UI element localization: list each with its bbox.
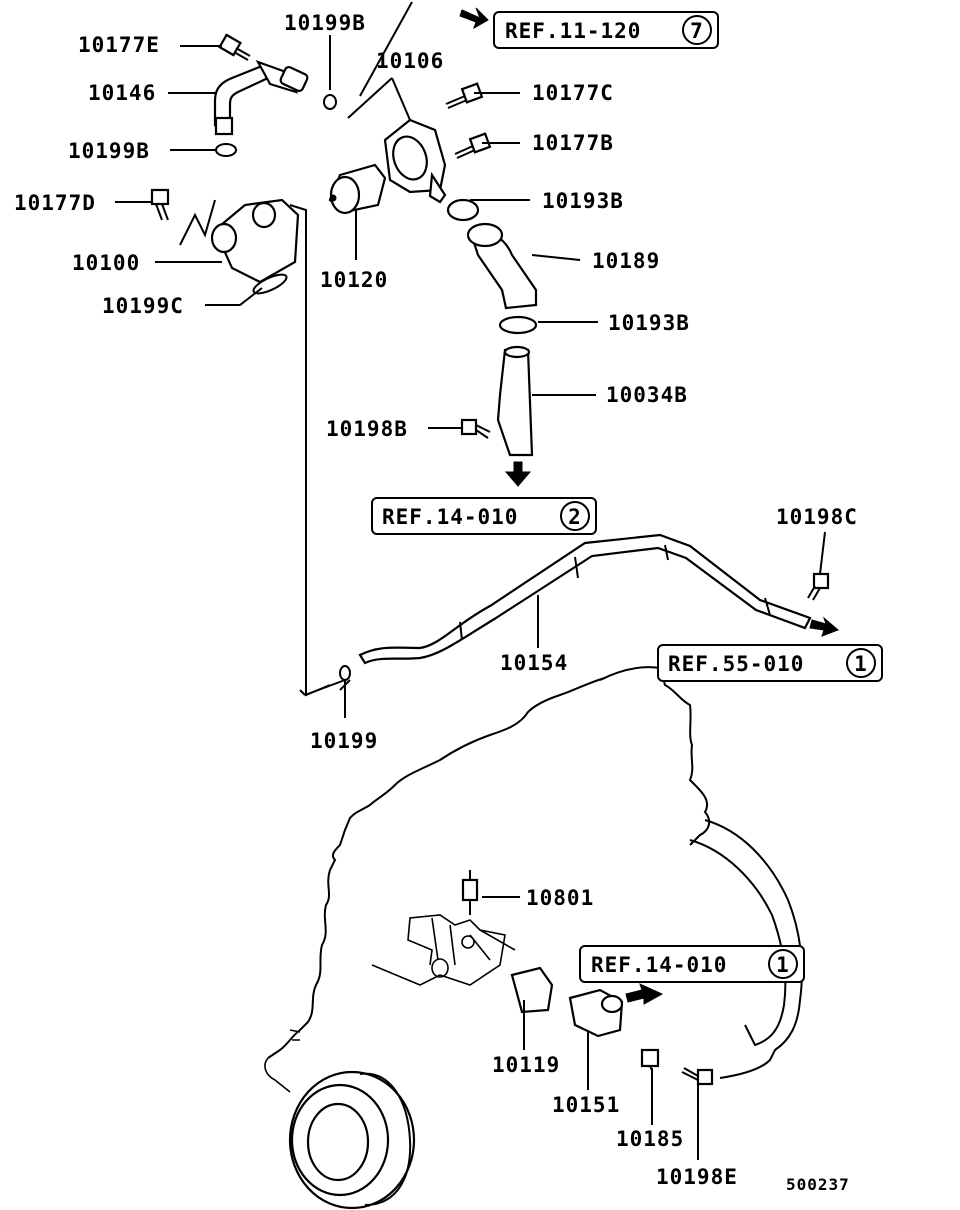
o-ring-10199B-mid-part <box>215 143 237 157</box>
engine-block-outline <box>264 666 803 1093</box>
label-10185: 10185 <box>616 1127 684 1151</box>
part-labels: 10177E 10199B 10146 10106 10199B 10177C … <box>14 11 858 1189</box>
bolt-10177D-part <box>150 188 170 221</box>
ref-55-010-text: REF.55-010 <box>668 652 804 676</box>
label-10151: 10151 <box>552 1093 620 1117</box>
ref-box-14-010-b[interactable]: REF.14-010 1 <box>579 945 805 983</box>
label-10177B: 10177B <box>532 131 614 155</box>
label-10199C: 10199C <box>102 294 184 318</box>
ref-box-14-010-a[interactable]: REF.14-010 2 <box>371 497 597 535</box>
clamp-10193B-top-part <box>446 198 480 222</box>
ref-11-120-text: REF.11-120 <box>505 19 641 43</box>
plug-10185-part <box>640 1048 660 1071</box>
label-10120: 10120 <box>320 268 388 292</box>
label-10193B-low: 10193B <box>608 311 690 335</box>
bolt-10198E-part <box>681 1067 714 1086</box>
gasket-10119-part <box>510 966 554 1014</box>
fitting-10151-part <box>568 988 624 1038</box>
label-10146: 10146 <box>88 81 156 105</box>
label-10177D: 10177D <box>14 191 96 215</box>
label-10801: 10801 <box>526 886 594 910</box>
ref-14-010-a-num: 2 <box>568 505 582 529</box>
sensor-10801-part <box>461 870 479 915</box>
ref-14-010-b-num: 1 <box>776 953 790 977</box>
label-10177C: 10177C <box>532 81 614 105</box>
bolt-10177E-part <box>218 33 251 61</box>
label-10198B: 10198B <box>326 417 408 441</box>
thermostat-10120-part <box>328 163 387 215</box>
flow-arrows <box>459 7 839 1005</box>
hose-10189-part <box>466 222 538 310</box>
clamp-10193B-low-part <box>498 315 538 335</box>
label-10034B: 10034B <box>606 383 688 407</box>
label-10199: 10199 <box>310 729 378 753</box>
pipe-10154-part <box>358 533 812 665</box>
bolt-10198B-part <box>460 418 491 439</box>
label-10199B-mid: 10199B <box>68 139 150 163</box>
label-10154: 10154 <box>500 651 568 675</box>
bolt-10177B-part <box>454 132 492 159</box>
o-ring-10199B-top-part <box>323 94 337 110</box>
ref-box-55-010[interactable]: REF.55-010 1 <box>657 644 883 682</box>
bolt-10177C-part <box>445 82 484 109</box>
ref-11-120-num: 7 <box>690 19 704 43</box>
ref-14-010-b-text: REF.14-010 <box>591 953 727 977</box>
ref-box-11-120[interactable]: REF.11-120 7 <box>493 11 719 49</box>
label-10193B-top: 10193B <box>542 189 624 213</box>
o-ring-10199-part <box>339 665 351 681</box>
label-10199B-top: 10199B <box>284 11 366 35</box>
label-10106: 10106 <box>376 49 444 73</box>
label-10189: 10189 <box>592 249 660 273</box>
outlet-10100-part <box>179 198 300 284</box>
leader-lines <box>115 1 826 1160</box>
crank-pulley <box>288 1070 416 1210</box>
diagram-code: 500237 <box>786 1175 850 1194</box>
label-10198E: 10198E <box>656 1165 738 1189</box>
housing-10106-part <box>383 118 447 204</box>
label-10198C: 10198C <box>776 505 858 529</box>
ref-14-010-a-text: REF.14-010 <box>382 505 518 529</box>
label-10177E: 10177E <box>78 33 160 57</box>
ref-55-010-num: 1 <box>854 652 868 676</box>
pipe-10146-part <box>213 59 309 136</box>
bolt-10198C-part <box>807 572 830 601</box>
label-10100: 10100 <box>72 251 140 275</box>
pipe-10034B-part <box>496 345 534 457</box>
label-10119: 10119 <box>492 1053 560 1077</box>
